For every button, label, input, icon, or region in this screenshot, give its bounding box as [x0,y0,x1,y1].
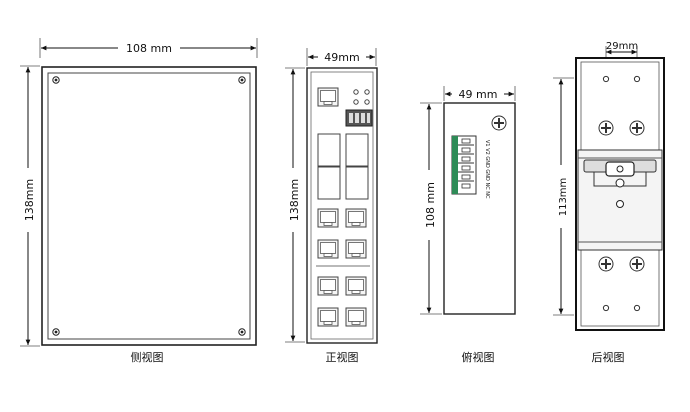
led-indicators [353,89,370,105]
screw-icon [52,76,60,84]
screw-icon [238,76,246,84]
mount-hole-icon [602,75,610,83]
screw-icon [52,328,60,336]
rj45-port-icon [345,208,367,228]
side-width-dimension: 108 mm [39,38,258,58]
front-width-dimension: 49mm [306,48,377,66]
din-clip-icon [605,161,635,208]
rj45-port-icon [345,276,367,296]
din-rail [577,149,663,251]
terminal-labels: V1 V2 GND GND NC NC [484,140,490,199]
top-height-dimension: 108 mm [420,102,442,315]
terminal-block-icon [451,135,477,195]
top-panel [443,102,516,315]
rj45-port-icon [345,239,367,259]
mount-hole-icon [602,304,610,312]
back-height-label: 113mm [558,178,569,217]
side-width-label: 108 mm [126,42,172,55]
top-height-label: 108 mm [424,182,437,228]
side-height-dimension: 138mm [20,65,40,347]
dip-switch-icon [345,109,373,127]
console-port-icon [317,87,339,107]
top-width-label: 49 mm [459,88,498,101]
back-height-dimension: 113mm [553,77,574,316]
front-height-dimension: 138mm [285,67,305,343]
top-width-dimension: 49 mm [443,86,516,101]
sfp-slots [317,133,369,200]
rj45-port-icon [317,208,339,228]
side-view: 108 mm 138mm 侧视图 [20,38,258,364]
mount-screw-icon [629,120,645,136]
screw-icon [238,328,246,336]
top-view: 49 mm 108 mm V1 V2 GND GND NC N [420,86,516,364]
ground-screw-icon [491,115,507,131]
mount-screw-icon [598,120,614,136]
top-view-caption: 俯视图 [462,350,495,364]
side-height-label: 138mm [23,179,36,221]
mount-hole-icon [633,75,641,83]
rj45-port-icon [317,239,339,259]
side-view-caption: 侧视图 [131,350,164,364]
mount-hole-icon [633,304,641,312]
ethernet-ports [316,208,370,327]
rj45-port-icon [317,307,339,327]
side-panel-inner [47,72,251,340]
front-width-label: 49mm [324,51,359,64]
front-height-label: 138mm [288,179,301,221]
front-view-caption: 正视图 [326,350,359,364]
mount-screw-icon [629,256,645,272]
rj45-port-icon [345,307,367,327]
back-width-label: 29mm [606,41,638,52]
front-view: 49mm 138mm [285,48,378,364]
mount-screw-icon [598,256,614,272]
rj45-port-icon [317,276,339,296]
back-view-caption: 后视图 [592,350,625,364]
back-view: 29mm 113mm [553,41,665,364]
